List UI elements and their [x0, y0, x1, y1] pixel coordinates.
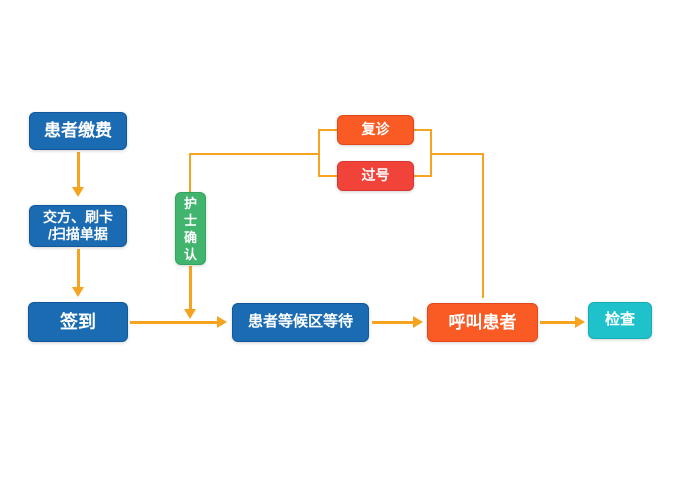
connector-missed-to-right-bracket [414, 175, 432, 177]
node-nurse-confirm: 护士确认 [175, 192, 206, 265]
arrow-call-to-exam-shaft [540, 320, 575, 324]
node-call-patient: 呼叫患者 [427, 303, 538, 342]
node-sign-in: 签到 [28, 302, 128, 342]
arrow-nurse-to-flow-head [184, 309, 196, 319]
arrow-signin-to-waiting-shaft [130, 320, 217, 324]
node-examination: 检查 [588, 302, 652, 339]
arrow-call-to-exam-head [575, 316, 585, 328]
connector-followup-to-right-bracket [414, 129, 432, 131]
node-nurse-confirm-label: 护士确认 [184, 195, 198, 262]
node-follow-up: 复诊 [337, 115, 414, 145]
connector-right-horizontal [430, 153, 484, 155]
arrow-waiting-to-call-head [413, 316, 423, 328]
arrow-nurse-to-flow-shaft [188, 266, 192, 309]
arrow-submit-to-signin-head [72, 287, 84, 297]
connector-junction-to-nurse [189, 153, 191, 192]
connector-left-bracket [318, 129, 320, 177]
connector-left-bracket-to-followup [318, 129, 337, 131]
arrow-submit-to-signin-shaft [77, 249, 80, 287]
arrow-payment-to-submit-head [72, 187, 84, 197]
node-waiting-area: 患者等候区等待 [232, 303, 369, 342]
node-submit-swipe-scan-line1: 交方、刷卡 [43, 208, 113, 225]
connector-left-bracket-to-missed [318, 175, 337, 177]
connector-call-patient-vertical [482, 153, 484, 298]
arrow-signin-to-waiting-head [217, 316, 227, 328]
connector-left-horizontal [189, 153, 320, 155]
arrow-payment-to-submit-shaft [77, 152, 80, 187]
node-submit-swipe-scan-line2: /扫描单据 [48, 226, 108, 242]
node-patient-payment: 患者缴费 [29, 112, 127, 150]
node-submit-swipe-scan: 交方、刷卡 /扫描单据 [29, 205, 127, 247]
node-missed-number: 过号 [337, 161, 414, 191]
arrow-waiting-to-call-shaft [372, 320, 413, 324]
